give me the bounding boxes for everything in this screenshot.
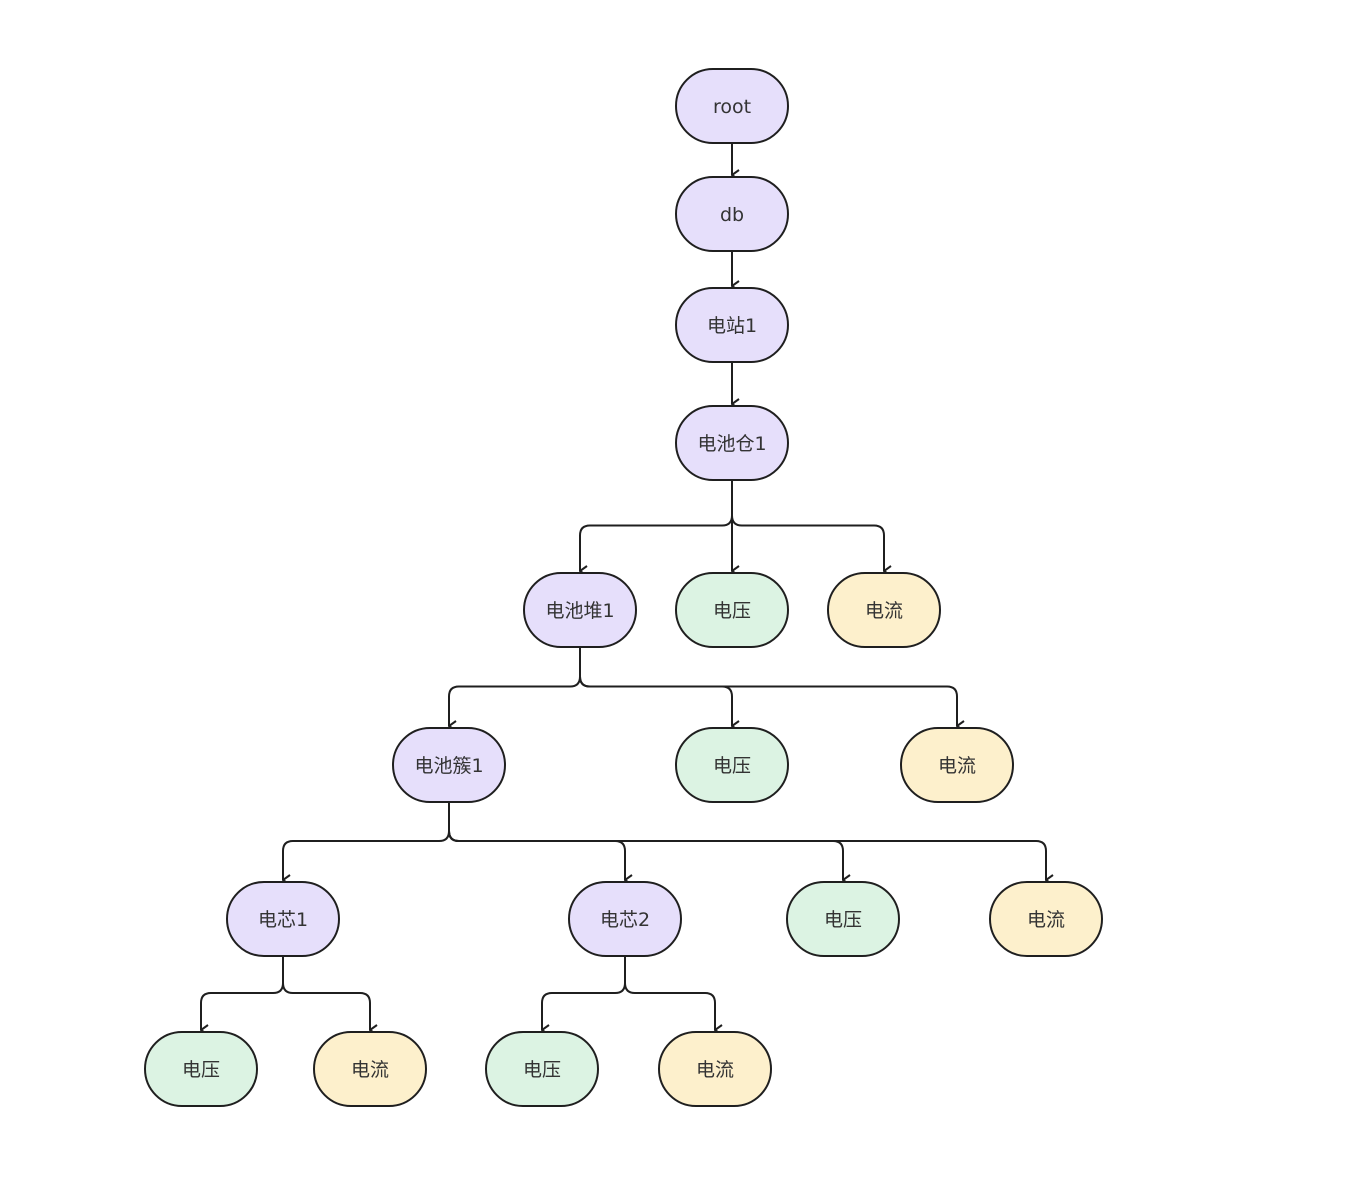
node-shape (675, 727, 789, 803)
node-shape (827, 572, 941, 648)
node-shape (675, 68, 789, 144)
node-cell1[interactable]: 电芯1 (226, 881, 340, 957)
node-label: 电池簇1 (414, 755, 483, 777)
node-cluster1[interactable]: 电池簇1 (392, 727, 506, 803)
node-shape (989, 881, 1103, 957)
node-shape (485, 1031, 599, 1107)
node-shape (675, 176, 789, 252)
node-station1[interactable]: 电站1 (675, 287, 789, 363)
edges (200, 143, 1046, 1030)
node-label: 电流 (351, 1059, 389, 1081)
node-shape (900, 727, 1014, 803)
node-bay1[interactable]: 电池仓1 (675, 405, 789, 481)
node-cluster1-i[interactable]: 电流 (989, 881, 1103, 957)
node-label: 电池仓1 (697, 433, 766, 455)
node-stack1[interactable]: 电池堆1 (523, 572, 637, 648)
node-label: 电芯2 (600, 909, 650, 931)
node-shape (568, 881, 682, 957)
node-shape (226, 881, 340, 957)
node-label: 电流 (696, 1059, 734, 1081)
node-label: 电压 (713, 755, 751, 777)
node-bay1-i[interactable]: 电流 (827, 572, 941, 648)
node-stack1-i[interactable]: 电流 (900, 727, 1014, 803)
edge-bay1-to-bay1-i (731, 480, 884, 571)
node-label: 电压 (182, 1059, 220, 1081)
node-label: 电流 (1027, 909, 1065, 931)
node-shape (675, 287, 789, 363)
node-shape (144, 1031, 258, 1107)
node-stack1-v[interactable]: 电压 (675, 727, 789, 803)
node-shape (675, 405, 789, 481)
node-shape (313, 1031, 427, 1107)
node-label: 电池堆1 (545, 600, 614, 622)
edge-stack1-to-stack1-i (579, 647, 957, 726)
edge-cluster1-to-cluster1-i (448, 802, 1046, 880)
node-cell1-v[interactable]: 电压 (144, 1031, 258, 1107)
node-label: root (713, 96, 751, 118)
node-shape (658, 1031, 772, 1107)
edge-cell1-to-cell1-i (282, 956, 370, 1030)
node-root[interactable]: root (675, 68, 789, 144)
edge-cell2-to-cell2-i (624, 956, 715, 1030)
edge-stack1-to-cluster1 (448, 647, 581, 726)
node-db[interactable]: db (675, 176, 789, 252)
node-label: 电站1 (707, 315, 757, 337)
node-cluster1-v[interactable]: 电压 (786, 881, 900, 957)
node-shape (523, 572, 637, 648)
node-label: 电压 (713, 600, 751, 622)
node-label: 电压 (523, 1059, 561, 1081)
node-cell1-i[interactable]: 电流 (313, 1031, 427, 1107)
node-label: 电流 (938, 755, 976, 777)
node-shape (786, 881, 900, 957)
node-cell2-v[interactable]: 电压 (485, 1031, 599, 1107)
node-bay1-v[interactable]: 电压 (675, 572, 789, 648)
node-label: 电芯1 (258, 909, 308, 931)
edge-cell2-to-cell2-v (541, 956, 626, 1030)
edge-cell1-to-cell1-v (200, 956, 284, 1030)
edge-cluster1-to-cell1 (282, 802, 450, 880)
node-cell2-i[interactable]: 电流 (658, 1031, 772, 1107)
node-label: db (720, 204, 744, 226)
node-shape (675, 572, 789, 648)
edge-bay1-to-stack1 (579, 480, 733, 571)
node-shape (392, 727, 506, 803)
node-label: 电压 (824, 909, 862, 931)
node-label: 电流 (865, 600, 903, 622)
node-cell2[interactable]: 电芯2 (568, 881, 682, 957)
